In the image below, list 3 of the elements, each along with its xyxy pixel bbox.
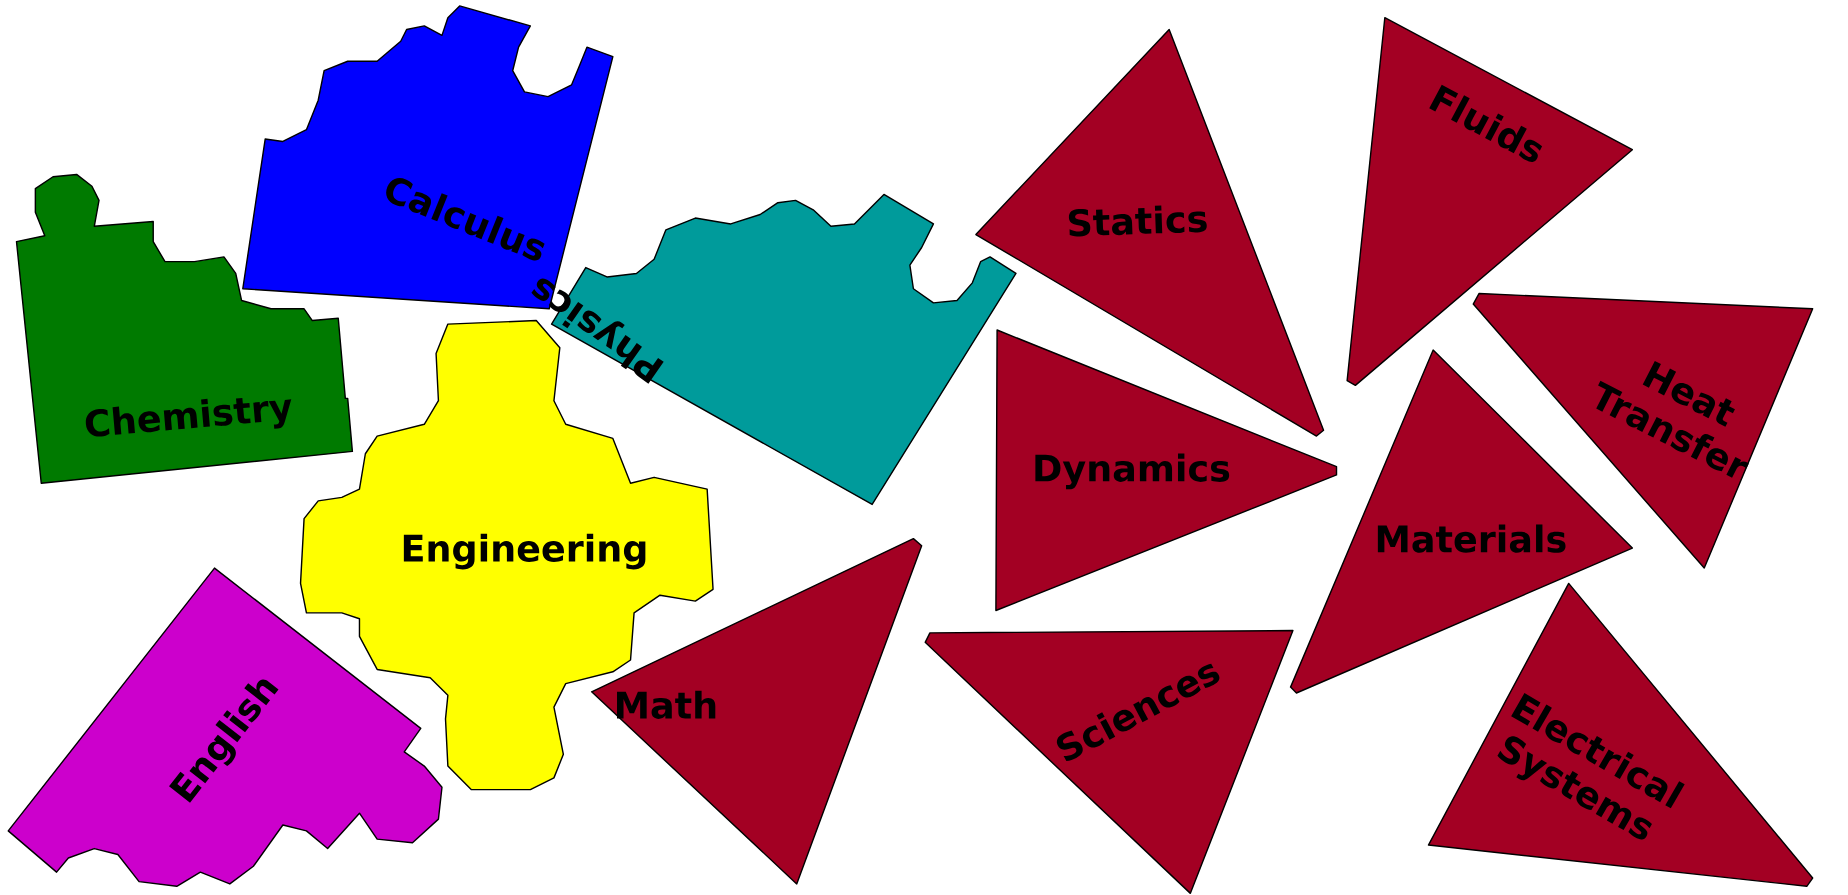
triangle: Dynamics xyxy=(995,329,1338,612)
triangle: Statics xyxy=(975,29,1325,437)
puzzle-piece: Chemistry xyxy=(15,173,354,485)
